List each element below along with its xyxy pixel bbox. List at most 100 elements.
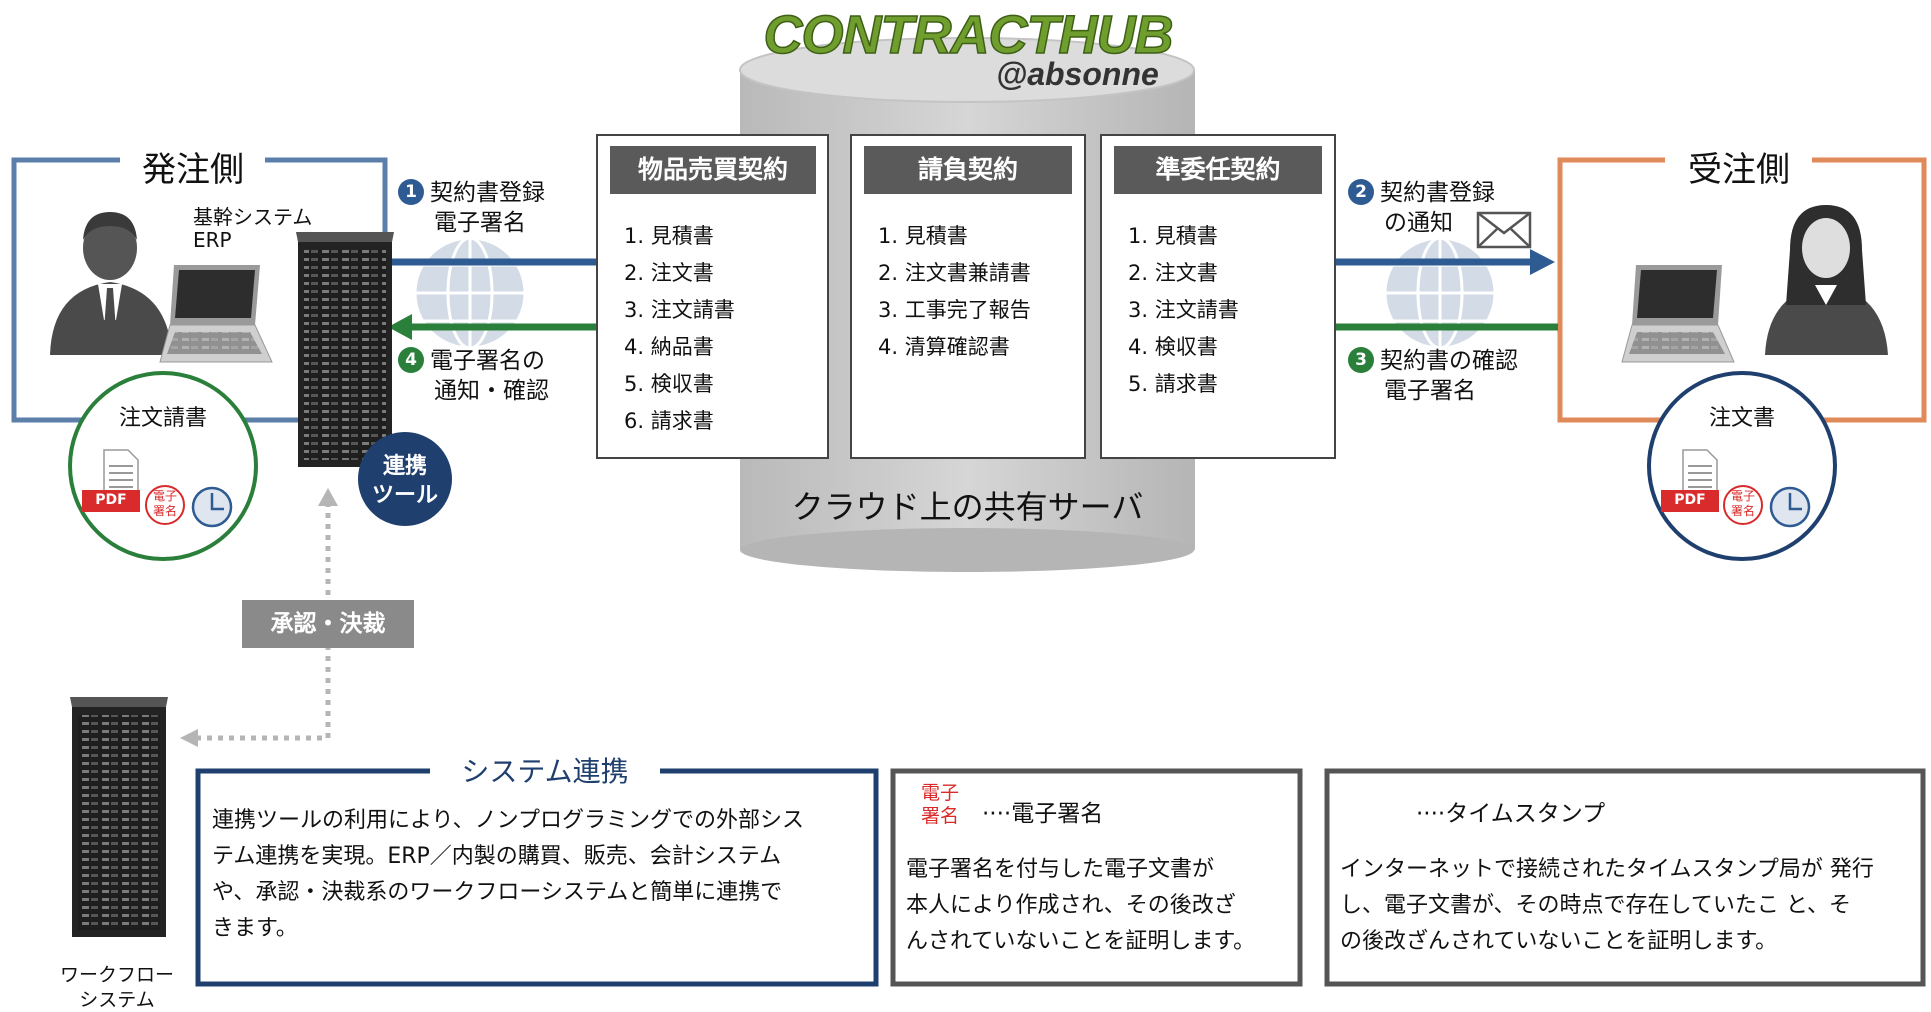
contract-doc-item: 3. 注文請書 [1128, 298, 1239, 322]
signature-legend-title: ····電子署名 [982, 801, 1104, 827]
workflow-arrowhead-left [180, 729, 198, 747]
description-line: し、電子文書が、その時点で存在していたこ と、そ [1340, 893, 1852, 918]
logo-sub: @absonne [996, 56, 1159, 92]
description-line: きます。 [212, 916, 298, 941]
contract-doc-list: 1. 見積書 2. 注文書 3. 注文請書 4. 納品書 5. 検収書 6. 請… [624, 218, 735, 440]
step-text: 契約書の確認 [1380, 348, 1518, 374]
description-line: や、承認・決裁系のワークフローシステムと簡単に連携で [212, 880, 783, 905]
erp-label-line1: 基幹システム [193, 205, 313, 229]
description-line: インターネットで接続されたタイムスタンプ局が 発行 [1340, 857, 1874, 882]
step-number-badge: 4 [398, 347, 424, 373]
timestamp-legend-description: インターネットで接続されたタイムスタンプ局が 発行 し、電子文書が、その時点で存… [1340, 852, 1874, 960]
pdf-document-icon [1661, 449, 1719, 512]
cloud-server-label: クラウド上の共有サーバ [791, 488, 1144, 526]
description-line: の後改ざんされていないことを証明します。 [1340, 929, 1778, 954]
step-number-badge: 2 [1348, 179, 1374, 205]
stamp-text-top: 電子 [1730, 489, 1755, 503]
stamp-text-bottom: 署名 [152, 504, 177, 518]
laptop-icon [159, 265, 273, 363]
receiver-doc-label: 注文書 [1708, 406, 1775, 431]
workflow-label-line2: システム [79, 989, 155, 1011]
stamp-text-top: 電子 [920, 782, 959, 804]
tool-label-line2: ツール [371, 483, 438, 508]
system-link-description: 連携ツールの利用により、ノンプログラミングでの外部シス テム連携を実現。ERP／… [212, 803, 804, 947]
contract-doc-item: 1. 見積書 [878, 224, 968, 248]
contract-card-contracting: 請負契約 1. 見積書 2. 注文書兼請書 3. 工事完了報告 4. 清算確認書 [850, 134, 1086, 459]
logo-main: CONTRACTHUB [763, 4, 1174, 66]
globe-icon [413, 236, 527, 350]
contract-doc-item: 4. 納品書 [624, 335, 714, 359]
globe-icon [1383, 236, 1497, 350]
contract-doc-item: 6. 請求書 [624, 409, 714, 433]
signature-legend-description: 電子署名を付与した電子文書が 本人により作成され、その後改ざ んされていないこと… [906, 852, 1255, 960]
description-line: 電子署名を付与した電子文書が [906, 857, 1215, 882]
contract-doc-item: 5. 請求書 [1128, 372, 1218, 396]
description-line: んされていないことを証明します。 [906, 929, 1256, 954]
pdf-label: PDF [1674, 492, 1706, 508]
contract-doc-item: 2. 注文書 [624, 261, 714, 285]
clock-icon [1769, 486, 1811, 528]
person-male-icon [50, 212, 172, 355]
contract-title: 請負契約 [864, 146, 1072, 194]
pdf-document-icon [82, 449, 140, 512]
laptop-icon [1621, 265, 1735, 363]
orderer-title: 発注側 [126, 142, 260, 191]
step-text: 契約書登録 [430, 180, 545, 206]
contract-doc-item: 1. 見積書 [1128, 224, 1218, 248]
person-female-icon [1765, 205, 1888, 355]
server-rack-icon [296, 232, 394, 467]
contract-doc-item: 4. 清算確認書 [878, 335, 1010, 359]
signature-stamp-icon [145, 485, 185, 525]
step-text: 通知・確認 [434, 378, 549, 404]
description-line: 連携ツールの利用により、ノンプログラミングでの外部シス [212, 808, 805, 833]
step-text: の通知 [1384, 210, 1453, 236]
contract-title: 準委任契約 [1114, 146, 1322, 194]
system-link-title: システム連携 [436, 750, 654, 790]
workflow-connector [195, 502, 331, 741]
timestamp-legend-box [1324, 768, 1926, 987]
pdf-label: PDF [95, 492, 127, 508]
contract-doc-list: 1. 見積書 2. 注文書 3. 注文請書 4. 検収書 5. 請求書 [1128, 218, 1239, 403]
contract-doc-list: 1. 見積書 2. 注文書兼請書 3. 工事完了報告 4. 清算確認書 [878, 218, 1031, 366]
contract-doc-item: 3. 注文請書 [624, 298, 735, 322]
contract-doc-item: 1. 見積書 [624, 224, 714, 248]
server-rack-icon [70, 697, 168, 937]
erp-label-line2: ERP [193, 228, 232, 252]
description-line: テム連携を実現。ERP／内製の購買、販売、会計システム [212, 844, 782, 869]
step-number-badge: 1 [398, 179, 424, 205]
system-link-frame [195, 768, 879, 987]
contract-card-quasi-mandate: 準委任契約 1. 見積書 2. 注文書 3. 注文請書 4. 検収書 5. 請求… [1100, 134, 1336, 459]
contract-doc-item: 4. 検収書 [1128, 335, 1218, 359]
receiver-title: 受注側 [1670, 142, 1808, 191]
contract-doc-item: 3. 工事完了報告 [878, 298, 1031, 322]
signature-stamp-icon [1723, 485, 1763, 525]
workflow-arrowhead-up [318, 488, 338, 506]
arrow-step2-to-receiver [1336, 249, 1555, 275]
envelope-icon [1476, 211, 1532, 249]
integration-tool-badge [358, 432, 452, 526]
clock-icon [191, 486, 233, 528]
contract-doc-item: 2. 注文書 [1128, 261, 1218, 285]
signature-legend-box [890, 768, 1303, 987]
contract-doc-item: 5. 検収書 [624, 372, 714, 396]
step-text: 電子署名 [434, 210, 526, 236]
approval-label: 承認・決裁 [242, 600, 414, 648]
step-text: 契約書登録 [1380, 180, 1495, 206]
step-text: 電子署名の [430, 348, 545, 374]
timestamp-legend-title: ····タイムスタンプ [1416, 801, 1606, 827]
contract-title: 物品売買契約 [610, 146, 816, 194]
contract-card-goods: 物品売買契約 1. 見積書 2. 注文書 3. 注文請書 4. 納品書 5. 検… [596, 134, 829, 459]
stamp-text-bottom: 署名 [920, 805, 959, 827]
workflow-label-line1: ワークフロー [59, 964, 174, 986]
stamp-text-bottom: 署名 [1730, 504, 1755, 518]
step-number-badge: 3 [1348, 347, 1374, 373]
contract-doc-item: 2. 注文書兼請書 [878, 261, 1031, 285]
tool-label-line1: 連携 [382, 454, 427, 479]
orderer-doc-label: 注文請書 [118, 406, 207, 431]
description-line: 本人により作成され、その後改ざ [906, 893, 1236, 918]
